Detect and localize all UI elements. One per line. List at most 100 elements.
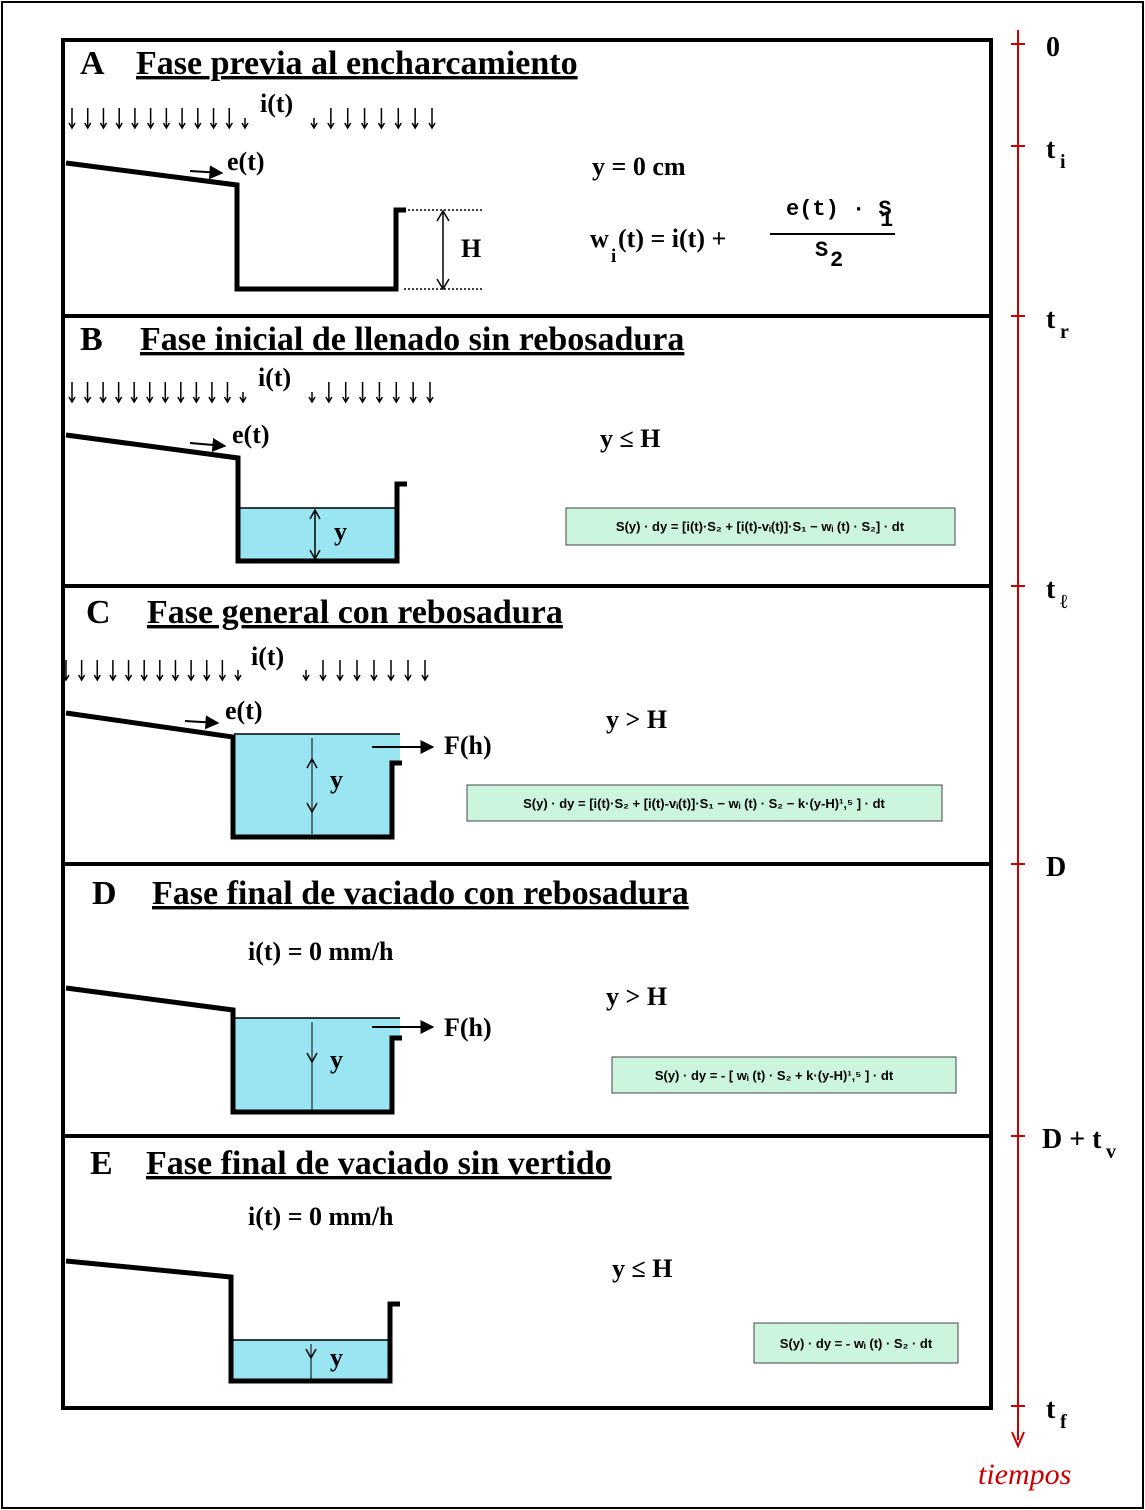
overflow-label: F(h) (444, 731, 492, 760)
rain-drop-arrow (308, 392, 316, 404)
runoff-label: e(t) (227, 147, 265, 176)
condition: y ≤ H (612, 1254, 673, 1283)
rain-drop-arrow (358, 382, 367, 404)
phase-d: D Fase final de vaciado con rebosadura i… (65, 875, 957, 1115)
rain-drop-arrow (223, 382, 232, 404)
rain-drop-arrow (93, 660, 101, 682)
equation-box (565, 507, 956, 546)
formula-numerator: e(t) · S (786, 197, 892, 222)
formula-lhs-rest: (t) = i(t) + (618, 224, 726, 253)
rain-drop-arrow (162, 108, 171, 130)
phase-title: Fase previa al encharcamiento (136, 45, 578, 82)
phase-letter: E (90, 1145, 113, 1182)
depth-arrow-heads (436, 209, 450, 291)
runoff-arrow (184, 715, 220, 730)
time-tick-subscript: ℓ (1060, 591, 1068, 613)
rain-drop-arrow (115, 108, 123, 130)
rain-drop-arrow (146, 382, 154, 404)
panels (61, 38, 993, 1410)
phase-title: Fase final de vaciado con rebosadura (152, 875, 689, 912)
runoff-arrow (189, 165, 224, 180)
equation-box (753, 1322, 959, 1364)
rain-drop-arrow (124, 660, 133, 682)
time-tick-subscript: f (1060, 1411, 1067, 1433)
runoff-label: e(t) (232, 420, 270, 449)
rain-drop-arrow (178, 108, 186, 130)
time-tick-label: D (1046, 852, 1066, 883)
time-tick-subscript: v (1106, 1141, 1116, 1163)
formula-denominator-sub: 2 (830, 248, 843, 273)
rain-drop-arrow (342, 382, 350, 404)
rain-drop-arrow (187, 660, 195, 682)
equation-box (611, 1056, 957, 1094)
rain-drop-arrow (404, 660, 412, 682)
rain-arrows (68, 382, 434, 404)
time-tick-label: t (1046, 304, 1056, 335)
time-tick-subscript: r (1060, 321, 1069, 343)
rain-drop-arrow (192, 382, 201, 404)
rain-zero: i(t) = 0 mm/h (248, 1202, 394, 1231)
rain-drop-arrow (171, 660, 180, 682)
phase-letter: B (80, 321, 103, 358)
condition: y > H (606, 705, 667, 734)
rain-zero: i(t) = 0 mm/h (248, 937, 394, 966)
phase-letter: A (80, 45, 105, 82)
phase-b: B Fase inicial de llenado sin rebosadura… (65, 321, 956, 564)
equation-box (466, 784, 943, 822)
water-label: y (334, 517, 347, 546)
water-label: y (330, 1343, 343, 1372)
water-label: y (330, 765, 343, 794)
rain-drop-arrow (234, 670, 242, 682)
rain-drop-arrow (209, 108, 218, 130)
overflow-label: F(h) (444, 1013, 492, 1042)
rain-label: i(t) (251, 642, 284, 671)
equation: S(y) · dy = - wᵢ (t) · S₂ · dt (780, 1336, 933, 1351)
equation: S(y) · dy = [i(t)·S₂ + [i(t)-vᵢ(t)]·S₁ −… (616, 519, 905, 534)
rain-drop-arrow (241, 118, 249, 130)
rain-drop-arrow (99, 108, 108, 130)
rain-drop-arrow (370, 660, 378, 682)
rain-drop-arrow (387, 660, 395, 682)
pond-outline (65, 1258, 400, 1384)
condition: y > H (606, 982, 667, 1011)
phase-letter: C (86, 594, 111, 631)
rain-drop-arrow (409, 382, 417, 404)
rain-drop-arrow (203, 660, 211, 682)
rain-drop-arrow (375, 382, 384, 404)
pond-outline (65, 710, 402, 840)
formula-denominator: S (815, 238, 828, 263)
rain-drop-arrow (161, 382, 169, 404)
time-tick-label: t (1046, 134, 1056, 165)
rain-label: i(t) (260, 89, 293, 118)
rain-drop-arrow (140, 660, 148, 682)
formula-numerator-sub: 1 (880, 208, 893, 233)
phase-letter: D (92, 875, 117, 912)
formula-lhs-sub: i (611, 246, 616, 267)
rain-drop-arrow (336, 660, 344, 682)
rain-drop-arrow (194, 108, 202, 130)
rain-drop-arrow (411, 108, 419, 130)
water-body (239, 508, 395, 561)
time-tick-subscript: i (1060, 151, 1066, 173)
water-body (232, 1340, 388, 1380)
depth-arrow-head (305, 1348, 317, 1360)
rain-drop-arrow (68, 382, 76, 404)
rain-drop-arrow (426, 382, 434, 404)
rain-drop-arrow (62, 660, 70, 682)
phase-a: A Fase previa al encharcamiento i(t) e(t… (65, 45, 895, 292)
time-tick-label: D + t (1042, 1124, 1102, 1155)
depth-arrow-heads (306, 757, 318, 814)
time-tick-label: t (1046, 574, 1056, 605)
rain-drop-arrow (156, 660, 164, 682)
depth-label: H (461, 234, 481, 263)
rain-drop-arrow (302, 670, 310, 682)
pond-outline (65, 985, 402, 1115)
rain-drop-arrow (310, 118, 318, 130)
rain-drop-arrow (114, 382, 123, 404)
rain-drop-arrow (392, 382, 400, 404)
phase-e: E Fase final de vaciado sin vertido i(t)… (65, 1145, 959, 1384)
